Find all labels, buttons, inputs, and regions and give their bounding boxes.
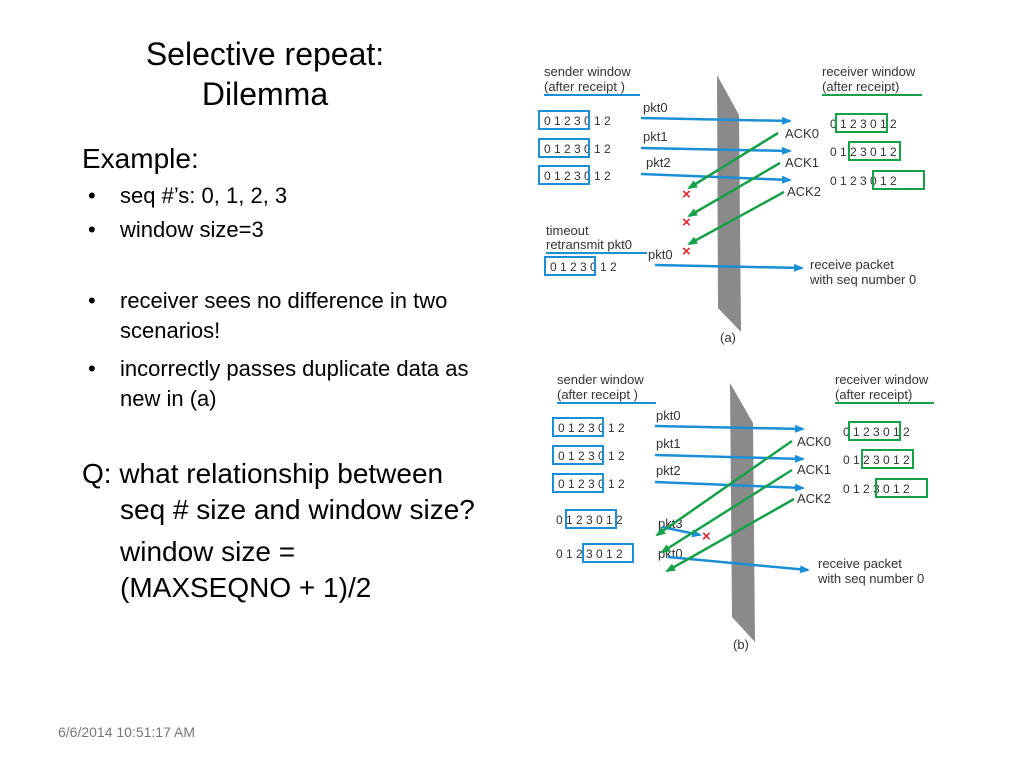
a-sender-row-2: 0 1 2 3 0 1 2	[544, 142, 611, 156]
a-ack1-label: ACK1	[785, 155, 819, 170]
a-retransmit-pkt-label: pkt0	[648, 247, 673, 262]
a-receiver-row-2: 0 1 2 3 0 1 2	[830, 145, 897, 159]
question: Q: what relationship between seq # size …	[82, 458, 475, 525]
answer-line-2: (MAXSEQNO + 1)/2	[120, 572, 372, 603]
a-ack2-label: ACK2	[787, 184, 821, 199]
slide-title: Selective repeat: Dilemma	[95, 34, 435, 114]
b-sender-label-2: (after receipt )	[557, 387, 638, 402]
channel-wall-b	[730, 383, 755, 642]
b-sender-row-3: 0 1 2 3 0 1 2	[558, 477, 625, 491]
a-pkt2-label: pkt2	[646, 155, 671, 170]
example-heading: Example:	[82, 143, 199, 174]
a-receiver-row-3: 0 1 2 3 0 1 2	[830, 174, 897, 188]
diagram-b: sender window (after receipt ) receiver …	[552, 372, 934, 652]
a-receive-label-2: with seq number 0	[809, 272, 916, 287]
title-line-1: Selective repeat:	[145, 36, 385, 72]
b-pkt0-label: pkt0	[656, 408, 681, 423]
a-timeout-label-1: timeout	[546, 223, 589, 238]
a-sender-label-1: sender window	[544, 64, 631, 79]
b-receiver-row-1: 0 1 2 3 0 1 2	[843, 425, 910, 439]
a-loss-marker-2: ×	[682, 214, 691, 231]
a-pkt1-label: pkt1	[643, 129, 668, 144]
a-receiver-label-1: receiver window	[822, 64, 916, 79]
a-sender-row-3: 0 1 2 3 0 1 2	[544, 169, 611, 183]
b-ack0-label: ACK0	[797, 434, 831, 449]
bullet-no-difference: receiver sees no difference in two scena…	[82, 286, 482, 346]
title-line-2: Dilemma	[201, 76, 329, 112]
slide-body: Example: seq #’s: 0, 1, 2, 3 window size…	[82, 142, 482, 606]
b-receive-label-1: receive packet	[818, 556, 902, 571]
a-sender-label-2: (after receipt )	[544, 79, 625, 94]
b-ack1-label: ACK1	[797, 462, 831, 477]
b-caption: (b)	[733, 637, 749, 652]
answer-line-1: window size =	[120, 536, 296, 567]
a-sender-row-1: 0 1 2 3 0 1 2	[544, 114, 611, 128]
a-ack0-label: ACK0	[785, 126, 819, 141]
a-loss-marker-1: ×	[682, 186, 691, 203]
bullet-window: window size=3	[82, 214, 482, 246]
a-pkt0-label: pkt0	[643, 100, 668, 115]
b-receive-label-2: with seq number 0	[817, 571, 924, 586]
diagram-a: sender window (after receipt ) receiver …	[538, 64, 925, 345]
b-sender-row-2: 0 1 2 3 0 1 2	[558, 449, 625, 463]
b-sender-row-5: 0 1 2 3 0 1 2	[556, 547, 623, 561]
b-sender-row-1: 0 1 2 3 0 1 2	[558, 421, 625, 435]
b-pkt2-label: pkt2	[656, 463, 681, 478]
bullet-seq: seq #’s: 0, 1, 2, 3	[82, 180, 482, 212]
b-pkt1-label: pkt1	[656, 436, 681, 451]
b-sender-label-1: sender window	[557, 372, 644, 387]
b-receiver-row-2: 0 1 2 3 0 1 2	[843, 453, 910, 467]
b-sender-row-4: 0 1 2 3 0 1 2	[556, 513, 623, 527]
bullet-duplicate: incorrectly passes duplicate data as new…	[82, 354, 482, 414]
channel-wall-a	[717, 75, 741, 332]
a-caption: (a)	[720, 330, 736, 345]
a-loss-marker-3: ×	[682, 243, 691, 260]
b-receiver-label-2: (after receipt)	[835, 387, 912, 402]
b-receiver-label-1: receiver window	[835, 372, 929, 387]
a-retransmit-row: 0 1 2 3 0 1 2	[550, 260, 617, 274]
a-receiver-row-1: 0 1 2 3 0 1 2	[830, 117, 897, 131]
b-loss-marker: ×	[702, 528, 711, 545]
a-receiver-label-2: (after receipt)	[822, 79, 899, 94]
footer-timestamp: 6/6/2014 10:51:17 AM	[58, 724, 195, 740]
a-receive-label-1: receive packet	[810, 257, 894, 272]
a-timeout-label-2: retransmit pkt0	[546, 237, 632, 252]
b-ack2-label: ACK2	[797, 491, 831, 506]
